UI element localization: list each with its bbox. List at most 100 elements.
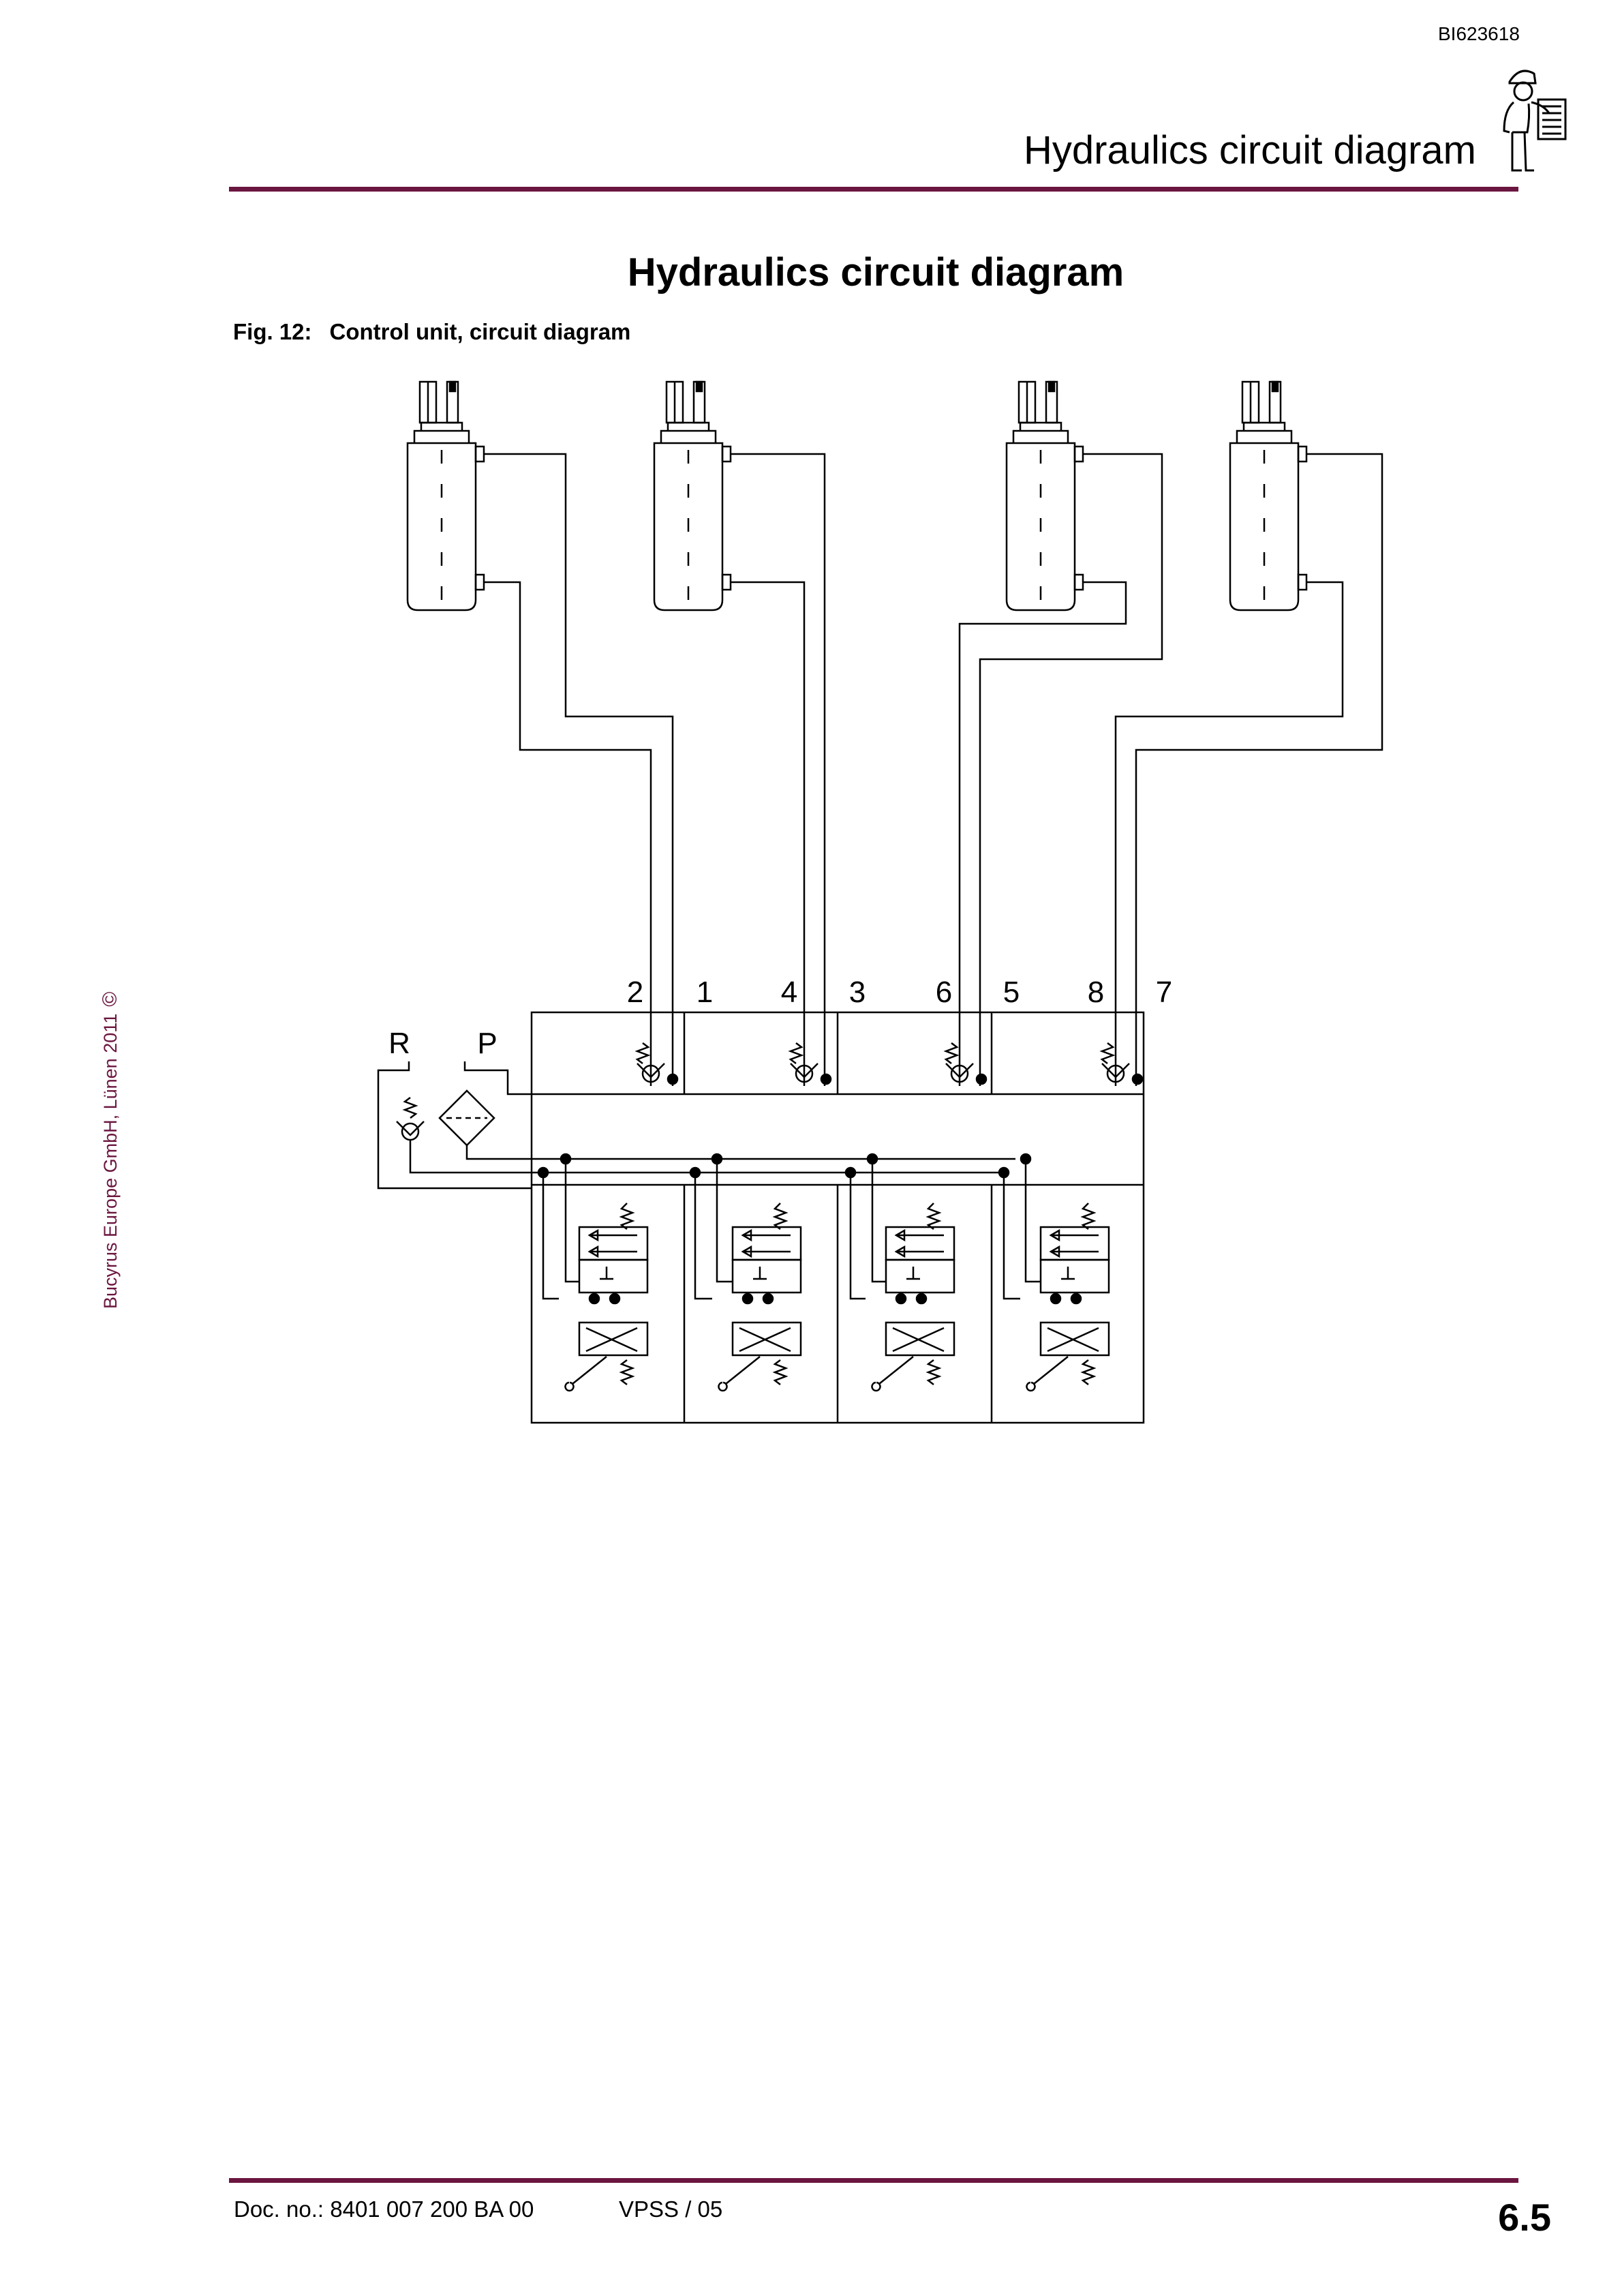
cylinder-cap [420, 421, 463, 431]
return-check-seat [396, 1121, 425, 1136]
return-line [377, 1061, 532, 1190]
flow-arrow [587, 1245, 637, 1258]
pressure-feed [1024, 1159, 1041, 1283]
spring [634, 1042, 651, 1064]
spring [788, 1042, 804, 1064]
lower-spool [1039, 1321, 1110, 1357]
pressure-header [465, 1145, 1015, 1160]
pressure-label: P [477, 1027, 497, 1060]
cylinder-group [406, 380, 1308, 611]
port-label: 3 [849, 976, 866, 1009]
lever [1026, 1356, 1069, 1392]
page-title: Hydraulics circuit diagram [627, 250, 1124, 294]
valve-group [542, 1159, 1110, 1392]
pressure-feed [871, 1159, 886, 1283]
cross-flow [1047, 1327, 1099, 1353]
pressure-line [463, 1061, 532, 1096]
document-id: BI623618 [1438, 23, 1520, 44]
junction-dot [975, 1073, 988, 1085]
check-seat [637, 1063, 665, 1078]
check-ball [950, 1064, 969, 1083]
port-label: 2 [627, 976, 643, 1009]
upper-spring [1080, 1203, 1097, 1230]
header-title: Hydraulics circuit diagram [1024, 128, 1476, 172]
pipe-group [484, 453, 1383, 1086]
port-label: 5 [1003, 976, 1020, 1009]
footer-rule [229, 2178, 1518, 2183]
directional-valve [1003, 1159, 1110, 1392]
hydraulic-pipe [979, 453, 1163, 1086]
upper-spool-lower [578, 1258, 649, 1294]
directional-valve [849, 1159, 955, 1392]
figure-caption: Fig. 12:Control unit, circuit diagram [233, 319, 630, 345]
stem-cap [1271, 380, 1279, 393]
port-top [474, 445, 485, 463]
valve-junction [915, 1293, 928, 1305]
cylinder-cap [1242, 421, 1286, 431]
lower-spool [885, 1321, 955, 1357]
cross-flow [585, 1327, 638, 1353]
return-label: R [388, 1027, 410, 1060]
flow-arrow [1049, 1228, 1099, 1242]
valve-junction [588, 1293, 600, 1305]
hydraulic-pipe [731, 581, 806, 1086]
figure-caption-text: Control unit, circuit diagram [329, 319, 631, 344]
check-valve [634, 1042, 679, 1085]
upper-spring [619, 1203, 635, 1230]
blocked-port [906, 1267, 920, 1280]
return-header [409, 1140, 1009, 1174]
cylinder-body [1005, 442, 1076, 611]
pressure-feed [716, 1159, 733, 1283]
spring [943, 1042, 960, 1064]
check-seat [1101, 1063, 1130, 1078]
directional-valve [542, 1159, 649, 1392]
check-valve [1099, 1042, 1144, 1085]
blocked-port [1061, 1267, 1075, 1280]
flow-arrow [741, 1245, 791, 1258]
cylinder-cap [667, 421, 710, 431]
upper-spool-lower [731, 1258, 802, 1294]
cylinder-head [1236, 429, 1293, 443]
valve-junction [762, 1293, 774, 1305]
port-bottom [474, 573, 485, 591]
flow-arrow [894, 1245, 944, 1258]
lower-spring [1080, 1359, 1097, 1385]
cylinder-body [653, 442, 724, 611]
cylinder-cap [1019, 421, 1062, 431]
cylinder [406, 380, 485, 611]
cylinder-head [413, 429, 470, 443]
hydraulic-pipe [484, 581, 652, 1086]
upper-spool-lower [1039, 1258, 1110, 1294]
port-top [1073, 445, 1084, 463]
blocked-port [600, 1267, 613, 1280]
upper-spool [885, 1226, 955, 1261]
port-bottom [1073, 573, 1084, 591]
port-label: 1 [697, 976, 713, 1009]
hydraulic-pipe [1135, 453, 1383, 1086]
stem-cap [448, 380, 457, 393]
cylinder-head [1012, 429, 1069, 443]
return-feed [849, 1173, 866, 1300]
lower-spring [925, 1359, 942, 1385]
flow-arrow [587, 1228, 637, 1242]
check-seat [790, 1063, 818, 1078]
hydraulic-pipe [1114, 581, 1344, 1086]
flow-arrow [741, 1228, 791, 1242]
cylinder [1229, 380, 1308, 611]
page-number: 6.5 [1498, 2196, 1551, 2239]
hydraulic-pipe [958, 581, 1127, 1086]
junction-dot [1131, 1073, 1144, 1085]
lower-spool [578, 1321, 649, 1357]
upper-spool-lower [885, 1258, 955, 1294]
upper-spool [731, 1226, 802, 1261]
hydraulic-pipe [731, 453, 826, 1086]
check-ball [641, 1064, 660, 1083]
valve-junction [741, 1293, 754, 1305]
lever [564, 1356, 607, 1392]
return-check-ball [401, 1122, 420, 1141]
return-feed [694, 1173, 712, 1300]
flow-arrow [894, 1228, 944, 1242]
footer-doc-number: Doc. no.: 8401 007 200 BA 00 [234, 2196, 534, 2222]
